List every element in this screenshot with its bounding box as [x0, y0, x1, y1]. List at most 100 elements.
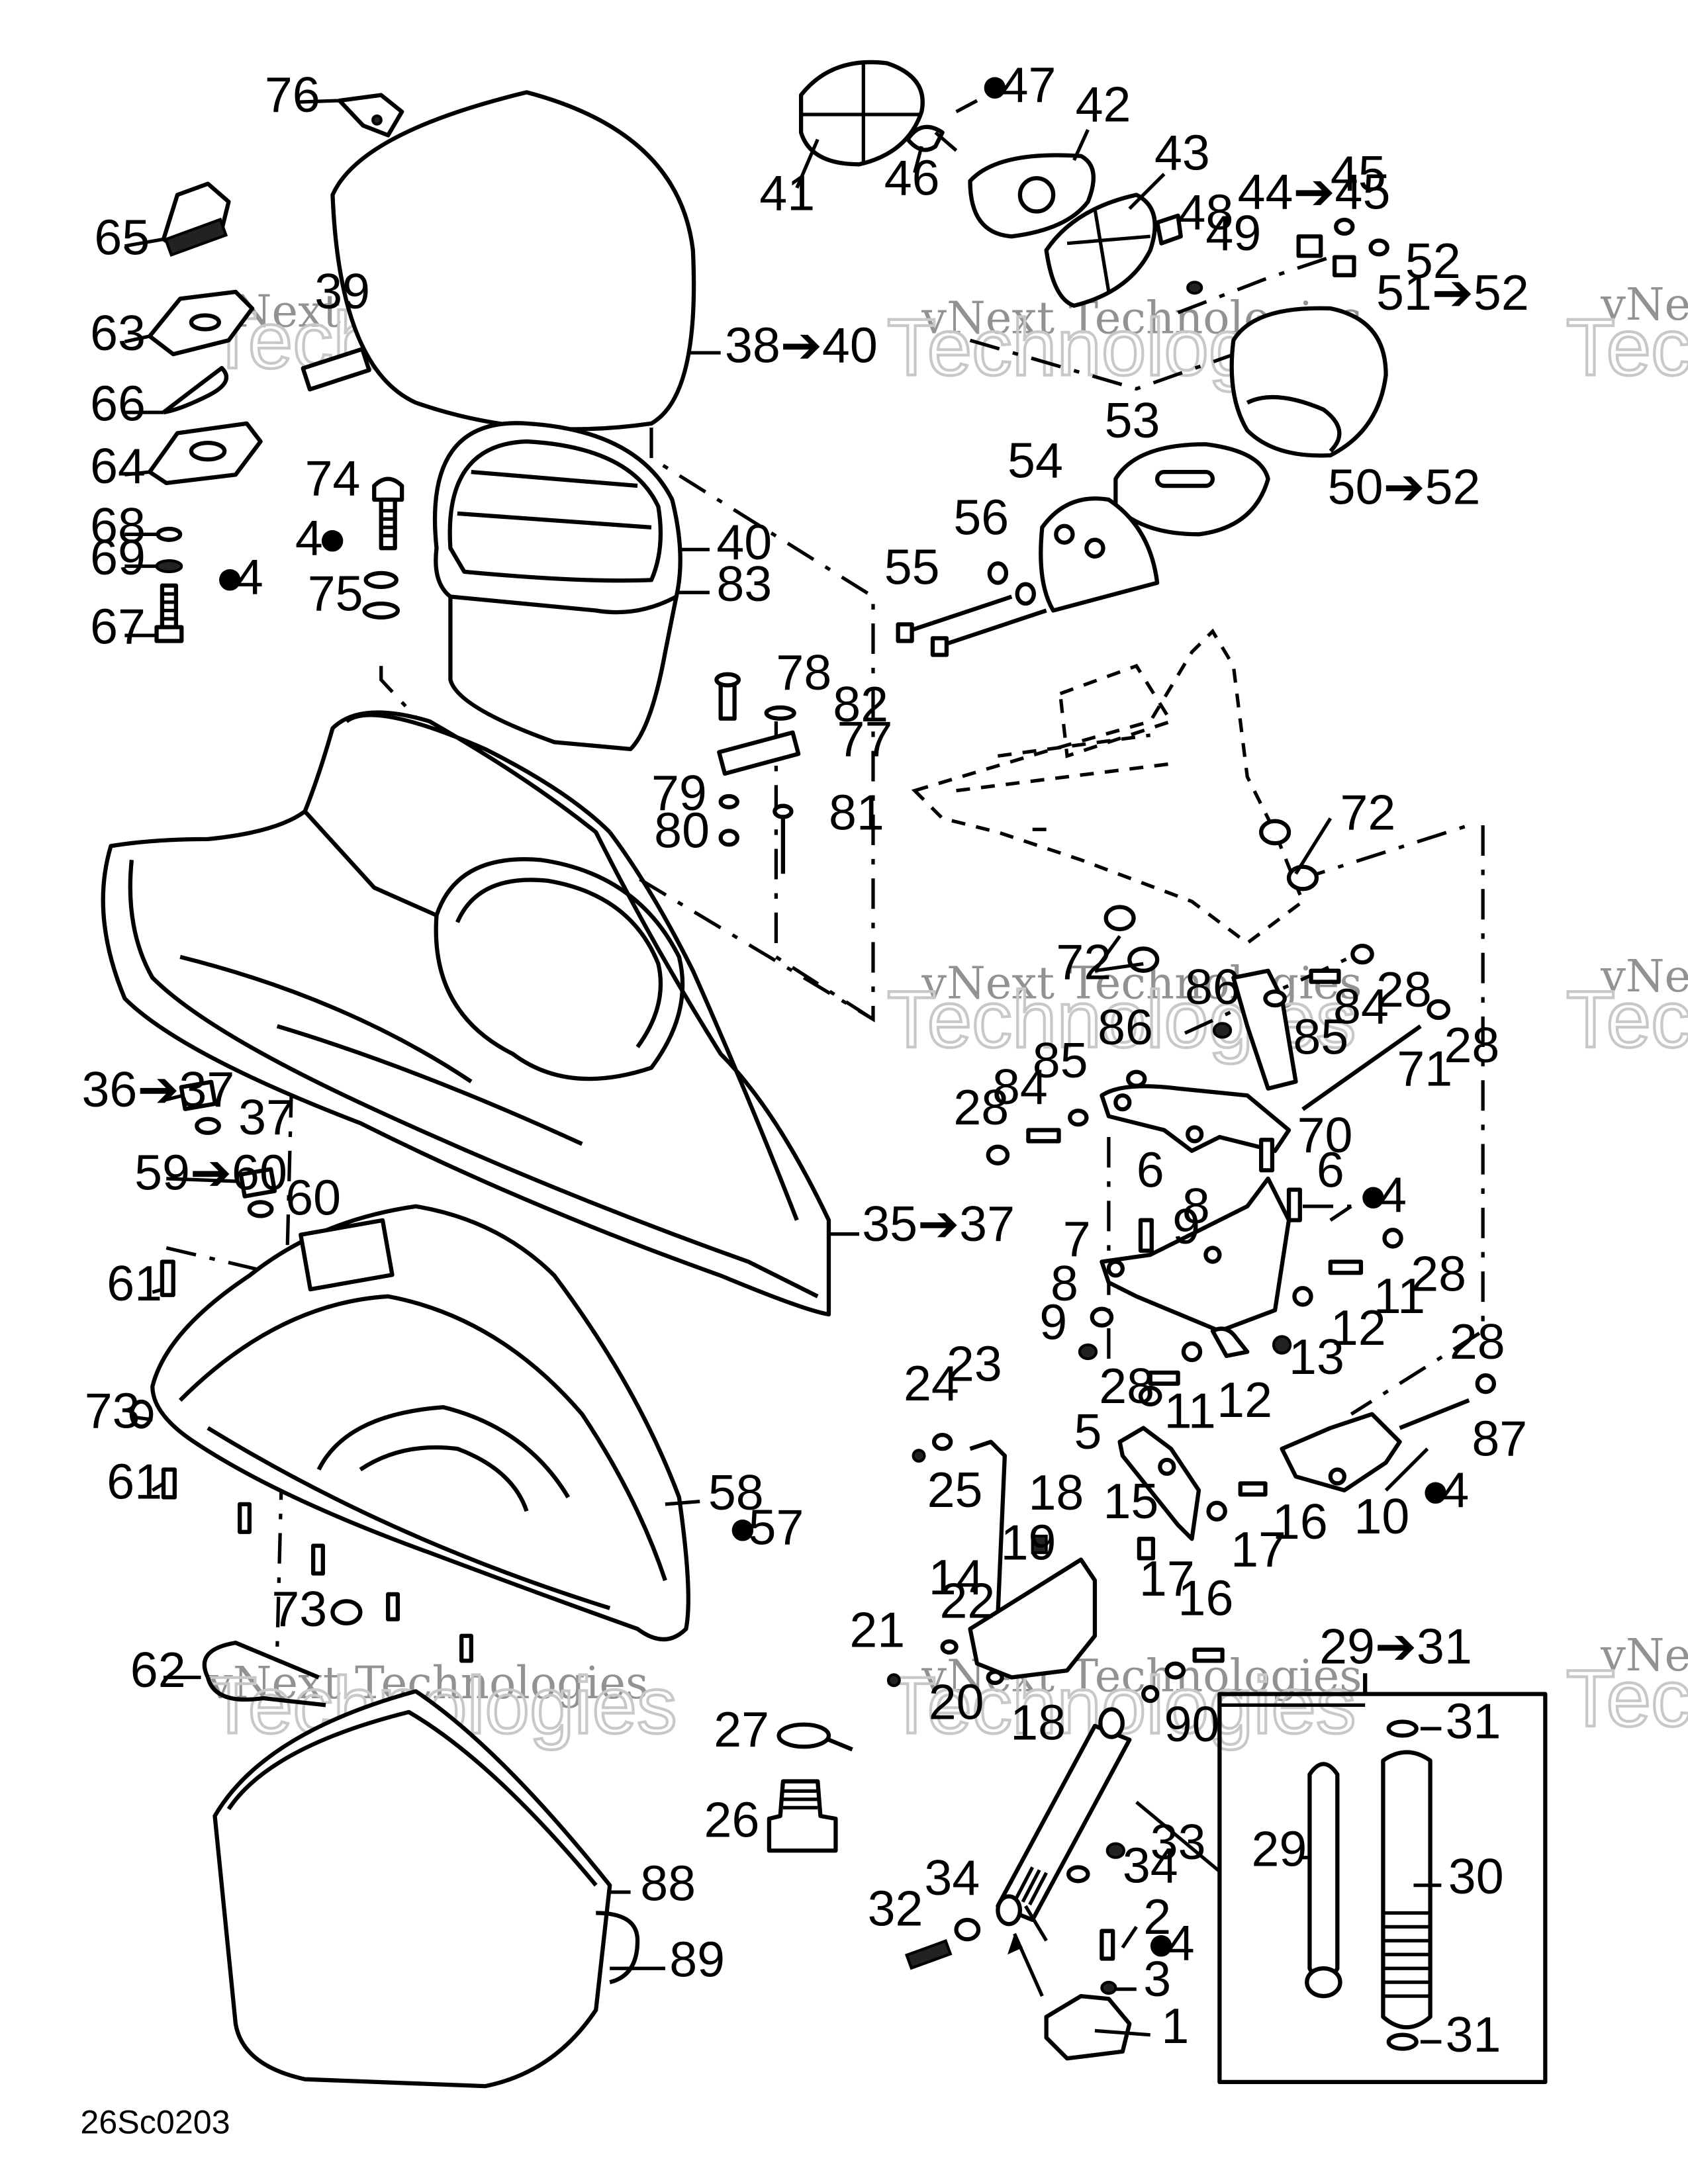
drop-icon: ● — [980, 57, 1010, 113]
drop-icon: ● — [215, 549, 246, 604]
callout-86: 86 — [1185, 959, 1241, 1015]
callout-82: 82 — [833, 676, 888, 732]
part-68-69-67-hardware — [154, 526, 184, 643]
callout-9: 9 — [1172, 1199, 1200, 1254]
part-35-deck — [101, 710, 831, 1317]
callout-28: 28 — [1376, 962, 1432, 1017]
callout-18: 18 — [1028, 1465, 1084, 1520]
callout-69: 69 — [90, 529, 146, 585]
watermark-text: vNext — [1600, 950, 1688, 1002]
callout-46: 46 — [884, 150, 940, 205]
part-85-washer — [1263, 989, 1287, 1008]
part-51-block — [1332, 255, 1356, 277]
part-28-bushing — [1382, 1228, 1403, 1249]
callout-34: 34 — [924, 1850, 980, 1905]
part-42-housing — [968, 153, 1096, 239]
part-74-screw — [372, 477, 404, 551]
part-1-bracket — [1024, 1905, 1132, 2061]
part-26-fitting — [767, 1779, 838, 1853]
callout-88: 88 — [640, 1856, 696, 1911]
part-71-rod — [1301, 1024, 1422, 1111]
callout-8: 8 — [1051, 1255, 1078, 1311]
callout-90: 90 — [1164, 1696, 1220, 1752]
callout-72: 72 — [1340, 784, 1396, 840]
part-6-bolt — [1286, 1187, 1302, 1222]
callout-38-40: 38➔40 — [725, 318, 878, 373]
part-12-link — [1210, 1326, 1250, 1358]
part-45-nut — [1334, 217, 1355, 236]
callout-31: 31 — [1446, 1694, 1501, 1749]
leader-lines — [124, 99, 1442, 2044]
callout-71: 71 — [1397, 1041, 1452, 1097]
callout-72: 72 — [1056, 934, 1111, 989]
callout-56: 56 — [953, 489, 1009, 545]
callout-4: 4 — [1441, 1462, 1469, 1518]
part-64-base — [147, 421, 263, 486]
part-86-nut — [1212, 1022, 1233, 1039]
part-62-handle — [202, 1641, 326, 1707]
callout-28: 28 — [1450, 1314, 1505, 1369]
part-50-tail-light — [1229, 306, 1388, 458]
callout-4: 4 — [1167, 1915, 1195, 1971]
part-33-nut — [1105, 1842, 1125, 1859]
callout-89: 89 — [669, 1932, 725, 1987]
part-65-latch — [161, 181, 231, 257]
callout-16: 16 — [1178, 1570, 1234, 1625]
drop-icon: ● — [1146, 1915, 1176, 1971]
callout-33: 33 — [1150, 1814, 1206, 1870]
part-15-spacer — [1137, 1537, 1156, 1561]
callout-3: 3 — [1143, 1951, 1171, 2007]
part-18-washer — [986, 1670, 1004, 1686]
callout-55: 55 — [884, 539, 940, 595]
callout-68: 68 — [90, 498, 146, 553]
callout-28: 28 — [1411, 1246, 1466, 1301]
callout-79: 79 — [651, 765, 707, 821]
part-85-washer — [1068, 1109, 1089, 1127]
callout-85: 85 — [1033, 1032, 1088, 1088]
callout-67: 67 — [90, 599, 146, 655]
callout-80: 80 — [654, 802, 710, 858]
callout-61: 61 — [107, 1453, 162, 1509]
part-46-grommet — [906, 124, 958, 152]
callout-26: 26 — [704, 1792, 760, 1847]
callout-47: 47 — [1001, 57, 1056, 113]
callout-23: 23 — [947, 1336, 1002, 1392]
callout-29: 29 — [1252, 1821, 1307, 1876]
callout-75: 75 — [308, 565, 363, 621]
part-19-bolt — [1031, 1534, 1048, 1555]
callout-28: 28 — [1099, 1358, 1154, 1414]
part-44-block — [1296, 234, 1323, 258]
arrow-head — [1008, 1933, 1023, 1955]
part-12-washer — [1292, 1286, 1313, 1307]
callout-20: 20 — [929, 1674, 984, 1729]
part-16-bolt — [1192, 1647, 1225, 1663]
callout-50-52: 50➔52 — [1328, 459, 1481, 514]
part-28-bushing — [1427, 999, 1450, 1021]
drop-icon: ● — [727, 1500, 758, 1555]
callout-41: 41 — [759, 165, 815, 220]
callout-49: 49 — [1205, 205, 1261, 261]
part-34-washer — [954, 1917, 981, 1942]
part-48-spring — [1155, 213, 1183, 246]
callout-60: 60 — [285, 1169, 341, 1225]
callout-36-37: 36➔37 — [82, 1062, 235, 1117]
part-43-bracket — [1044, 193, 1157, 308]
callout-59-60: 59➔60 — [134, 1145, 287, 1201]
callout-12: 12 — [1217, 1372, 1272, 1428]
callout-17: 17 — [1139, 1551, 1195, 1606]
callout-57: 57 — [749, 1500, 804, 1555]
part-40-83-storage-bin — [432, 421, 682, 751]
callout-76: 76 — [265, 67, 320, 122]
part-27-clamp — [776, 1722, 853, 1752]
callout-9: 9 — [1039, 1295, 1067, 1350]
callout-43: 43 — [1154, 125, 1210, 181]
callout-42: 42 — [1076, 76, 1131, 132]
part-28-bushing — [986, 1144, 1010, 1165]
part-17-washer — [1164, 1661, 1186, 1680]
part-84-bolt — [1026, 1128, 1061, 1144]
callout-11: 11 — [1374, 1268, 1425, 1324]
callout-73: 73 — [85, 1383, 140, 1439]
callout-70: 70 — [1297, 1107, 1353, 1163]
callout-31: 31 — [1446, 2007, 1501, 2062]
